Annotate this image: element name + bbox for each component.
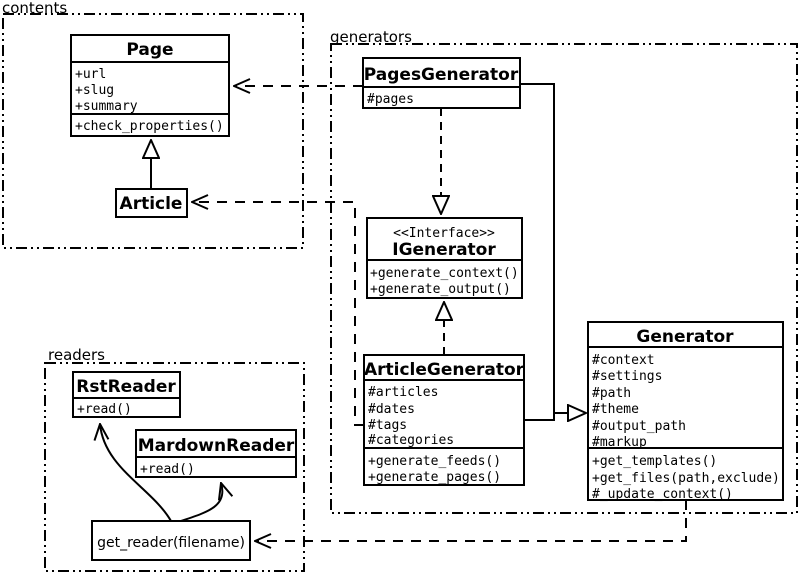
curved-arrow-getreader-to-mardownreader [180,483,222,522]
class-articlegenerator-box [363,354,525,486]
node-getreader-label: get_reader(filename) [97,535,245,551]
class-article-name: Article [120,194,183,214]
class-generator-attr: #path [592,386,631,401]
class-page-method: +check_properties() [75,119,224,134]
class-generator-attr: #context [592,353,655,368]
class-rstreader-method: +read() [77,402,132,417]
dependency-arrow-articlegenerator-to-article [192,202,364,426]
class-articlegenerator-method: +generate_pages() [368,470,501,485]
class-rstreader-box [72,371,181,418]
class-igenerator-method: +generate_context() [370,266,519,281]
class-igenerator-stereotype: <<Interface>> [393,226,495,241]
class-generator-name: Generator [636,327,734,347]
class-mardownreader: MardownReader +read() [135,429,297,478]
curved-arrow-getreader-to-rstreader [100,424,172,522]
class-articlegenerator-attr: #articles [368,385,438,400]
class-page-attr: +url [75,67,106,82]
class-pagesgenerator: PagesGenerator #pages [362,57,521,109]
class-rstreader: RstReader +read() [72,371,181,418]
class-articlegenerator-attr: #dates [368,402,415,417]
class-pagesgenerator-attr: #pages [367,92,414,107]
node-getreader: get_reader(filename) [91,520,251,561]
class-generator: Generator #context #settings #path #them… [587,321,784,502]
class-generator-attr: #theme [592,402,639,417]
package-readers-label: readers [48,346,105,364]
class-pagesgenerator-box [362,57,521,109]
class-generator-method: #_update_context() [592,487,733,502]
class-articlegenerator-attr: #tags [368,418,407,433]
package-contents-label: contents [2,0,67,17]
class-generator-attr: #markup [592,435,647,450]
inheritance-line-pagesgenerator-to-generator [520,83,555,413]
class-articlegenerator: ArticleGenerator #articles #dates #tags … [363,354,525,486]
class-igenerator-method: +generate_output() [370,282,511,297]
class-article-box [115,188,188,218]
class-articlegenerator-attr: #categories [368,433,454,448]
class-generator-attr: #settings [592,369,662,384]
class-igenerator-box [366,217,523,299]
class-articlegenerator-name: ArticleGenerator [364,360,525,380]
class-mardownreader-box [135,429,297,478]
dependency-arrow-generator-to-getreader [255,500,687,541]
class-article: Article [115,188,188,218]
class-page: Page +url +slug +summary +check_properti… [70,34,230,137]
class-generator-method: +get_files(path,exclude) [592,471,780,486]
class-mardownreader-method: +read() [140,462,195,477]
package-generators-label: generators [330,28,412,46]
class-igenerator: <<Interface>> IGenerator +generate_conte… [366,217,523,299]
class-page-attr: +slug [75,83,114,98]
class-rstreader-name: RstReader [76,377,176,397]
class-page-attr: +summary [75,99,138,114]
class-pagesgenerator-name: PagesGenerator [364,65,519,85]
class-igenerator-name: IGenerator [392,240,496,260]
class-generator-box [587,321,784,501]
inheritance-arrow-to-generator [524,413,586,420]
class-generator-method: +get_templates() [592,454,717,469]
package-readers-border [44,362,305,572]
class-page-box [70,34,230,137]
class-page-name: Page [126,40,173,60]
class-generator-attr: #output_path [592,419,686,434]
class-articlegenerator-method: +generate_feeds() [368,454,501,469]
class-mardownreader-name: MardownReader [138,436,295,456]
package-generators-border [330,43,798,514]
package-contents-border [2,13,304,249]
node-getreader-box [91,520,251,561]
